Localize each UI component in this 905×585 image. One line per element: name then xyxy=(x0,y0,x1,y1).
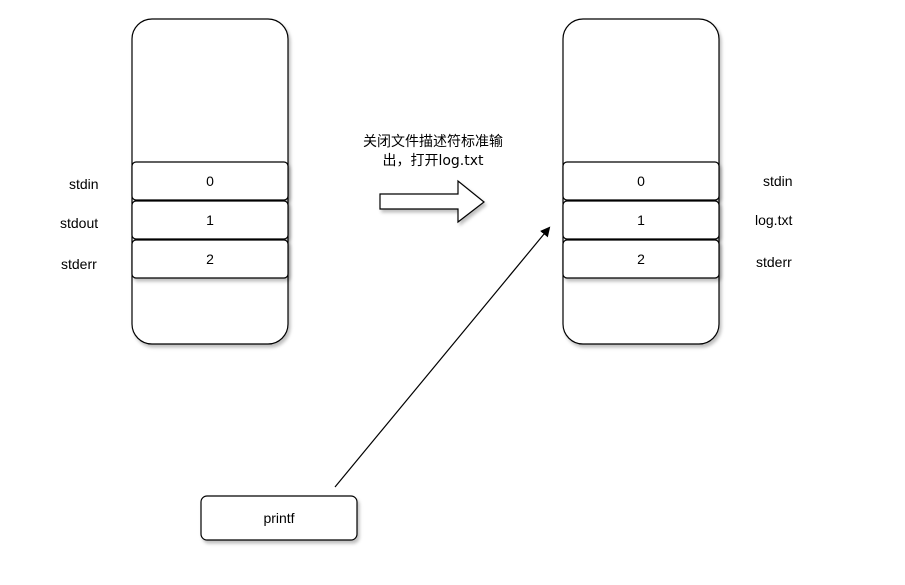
left-slot-2-box xyxy=(131,239,289,279)
right-slot-1-text: 1 xyxy=(637,212,645,228)
transition-caption-line2: 出，打开log.txt xyxy=(382,153,484,169)
right-slot-0-text: 0 xyxy=(637,173,645,189)
block-arrow-icon xyxy=(379,179,485,224)
right-label-stderr: stderr xyxy=(756,254,792,270)
printf-label: printf xyxy=(263,510,295,526)
printf-box xyxy=(200,495,358,541)
left-slot-1-text: 1 xyxy=(206,212,214,228)
left-label-stderr: stderr xyxy=(61,256,97,272)
left-slot-0-text: 0 xyxy=(206,173,214,189)
right-slot-1-box xyxy=(562,200,720,240)
right-slot-2-box xyxy=(562,239,720,279)
left-slot-1-box xyxy=(131,200,289,240)
right-label-stdin: stdin xyxy=(763,173,793,189)
printf-to-fd1-arrow xyxy=(334,226,551,488)
left-label-stdout: stdout xyxy=(60,215,99,231)
left-slot-0-box xyxy=(131,161,289,201)
right-slot-0-box xyxy=(562,161,720,201)
right-slot-2-text: 2 xyxy=(637,251,645,267)
transition-caption-line1: 关闭文件描述符标准输 xyxy=(363,134,503,150)
right-label-log-txt: log.txt xyxy=(755,212,793,228)
left-label-stdin: stdin xyxy=(69,176,99,192)
left-slot-2-text: 2 xyxy=(206,251,214,267)
transition-caption: 关闭文件描述符标准输 出，打开log.txt xyxy=(333,133,533,171)
